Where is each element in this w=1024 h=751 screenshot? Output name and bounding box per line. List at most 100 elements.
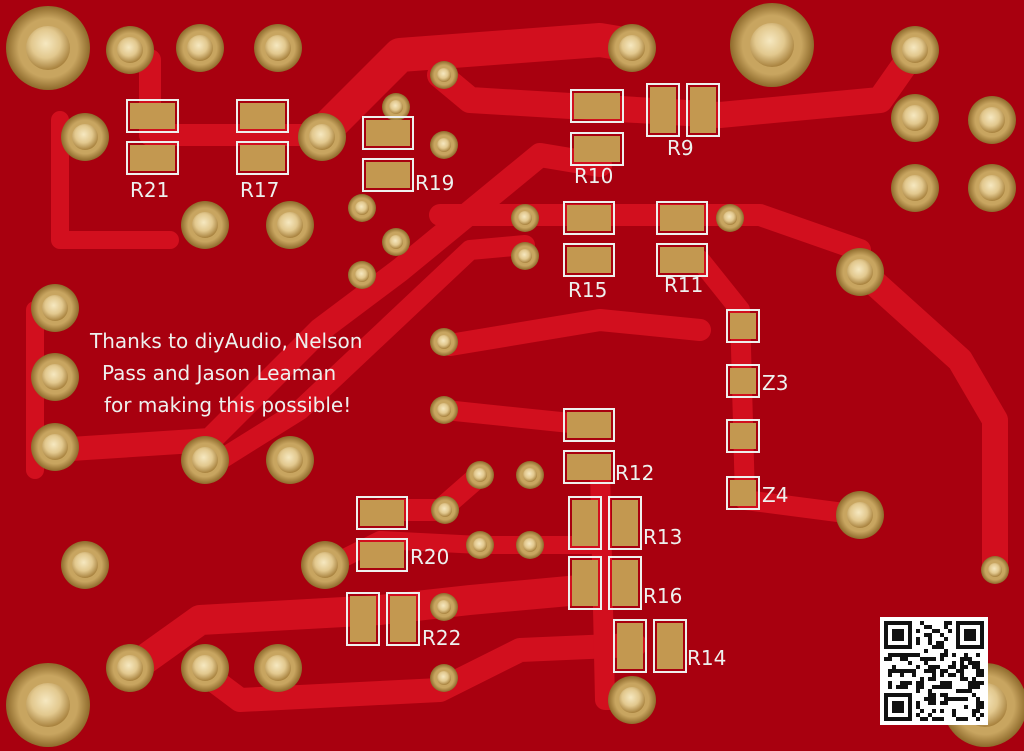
- via-pad: [430, 593, 458, 621]
- thanks-line-1: Thanks to diyAudio, Nelson: [89, 329, 362, 353]
- smd-pad: [563, 408, 615, 442]
- label-r21: R21: [130, 178, 169, 202]
- label-r17: R17: [240, 178, 279, 202]
- via-pad: [431, 496, 459, 524]
- through-hole-pad: [298, 113, 346, 161]
- through-hole-pad: [254, 644, 302, 692]
- smd-pad: [646, 83, 680, 137]
- smd-pad: [568, 556, 602, 610]
- through-hole-pad: [266, 201, 314, 249]
- through-hole-pad: [836, 491, 884, 539]
- through-hole-pad: [608, 676, 656, 724]
- smd-pads: [126, 83, 760, 673]
- mounting-hole: [6, 6, 90, 90]
- through-hole-pad: [181, 644, 229, 692]
- smd-pad: [570, 132, 624, 166]
- through-hole-pad: [608, 24, 656, 72]
- smd-pad: [126, 99, 179, 133]
- smd-pad: [608, 496, 642, 550]
- smd-pad: [563, 243, 615, 277]
- smd-pad: [126, 141, 179, 175]
- smd-pad: [362, 116, 414, 150]
- smd-pad: [653, 619, 687, 673]
- smd-pad: [236, 99, 289, 133]
- through-hole-pad: [31, 284, 79, 332]
- via-pad: [430, 61, 458, 89]
- through-hole-pad: [968, 164, 1016, 212]
- smd-pad: [686, 83, 720, 137]
- smd-pad: [726, 309, 760, 343]
- through-hole-pad: [181, 201, 229, 249]
- label-r13: R13: [643, 525, 682, 549]
- via-pad: [348, 261, 376, 289]
- through-hole-pad: [836, 248, 884, 296]
- label-r9: R9: [667, 136, 694, 160]
- smd-pad: [570, 89, 624, 123]
- smd-pad: [362, 158, 414, 192]
- via-pad: [511, 204, 539, 232]
- smd-pad: [563, 201, 615, 235]
- silkscreen-labels: R21 R17 R19 R10 R9 R15 R11 Z3 Z4 R12 R13…: [89, 136, 788, 670]
- through-hole-pad: [891, 26, 939, 74]
- smd-pad: [563, 450, 615, 484]
- smd-pad: [613, 619, 647, 673]
- label-r20: R20: [410, 545, 449, 569]
- via-pad: [511, 242, 539, 270]
- smd-pad: [608, 556, 642, 610]
- via-pad: [516, 531, 544, 559]
- smd-pad: [726, 364, 760, 398]
- via-pad: [430, 396, 458, 424]
- smd-pad: [656, 201, 708, 235]
- through-hole-pad: [968, 96, 1016, 144]
- through-hole-pad: [891, 164, 939, 212]
- via-pad: [382, 228, 410, 256]
- label-r15: R15: [568, 278, 607, 302]
- smd-pad: [356, 538, 408, 572]
- smd-pad: [346, 592, 380, 646]
- via-pad: [981, 556, 1009, 584]
- label-z4: Z4: [762, 483, 788, 507]
- through-hole-pad: [891, 94, 939, 142]
- label-r16: R16: [643, 584, 682, 608]
- via-pad: [430, 328, 458, 356]
- smd-pad: [726, 419, 760, 453]
- label-r12: R12: [615, 461, 654, 485]
- label-r10: R10: [574, 164, 613, 188]
- smd-pad: [356, 496, 408, 530]
- label-z3: Z3: [762, 371, 788, 395]
- smd-pad: [726, 476, 760, 510]
- label-r22: R22: [422, 626, 461, 650]
- via-pad: [516, 461, 544, 489]
- through-hole-pad: [106, 26, 154, 74]
- smd-pad: [236, 141, 289, 175]
- smd-pad: [386, 592, 420, 646]
- through-hole-pad: [176, 24, 224, 72]
- via-pad: [430, 664, 458, 692]
- through-hole-pad: [181, 436, 229, 484]
- through-hole-pad: [61, 541, 109, 589]
- through-hole-pads: [6, 3, 1024, 747]
- smd-pad: [656, 243, 708, 277]
- mounting-hole: [6, 663, 90, 747]
- label-r11: R11: [664, 273, 703, 297]
- via-pad: [716, 204, 744, 232]
- through-hole-pad: [106, 644, 154, 692]
- label-r19: R19: [415, 171, 454, 195]
- via-pad: [430, 131, 458, 159]
- via-pad: [382, 93, 410, 121]
- via-pad: [466, 461, 494, 489]
- qr-code-icon: [880, 617, 988, 725]
- label-r14: R14: [687, 646, 726, 670]
- via-pad: [466, 531, 494, 559]
- thanks-line-3: for making this possible!: [104, 393, 351, 417]
- through-hole-pad: [31, 353, 79, 401]
- through-hole-pad: [301, 541, 349, 589]
- smd-pad: [568, 496, 602, 550]
- through-hole-pad: [61, 113, 109, 161]
- through-hole-pad: [31, 423, 79, 471]
- via-pad: [348, 194, 376, 222]
- thanks-line-2: Pass and Jason Leaman: [102, 361, 336, 385]
- through-hole-pad: [266, 436, 314, 484]
- through-hole-pad: [254, 24, 302, 72]
